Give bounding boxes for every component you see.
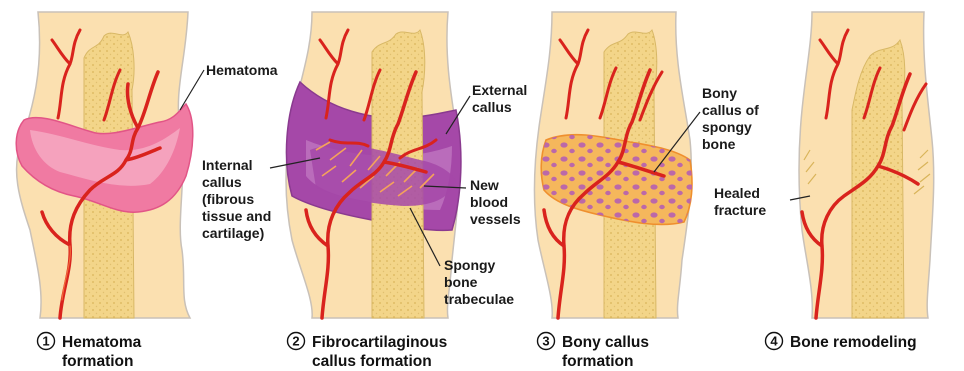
svg-text:Fibrocartilaginous callu: Fibrocartilaginous callus formation (312, 334, 452, 370)
panel-1-hematoma (16, 12, 193, 318)
caption-panel-3: 3 Bony callus formation (538, 333, 654, 371)
caption-panel-4: 4 Bone remodeling (766, 333, 917, 352)
panel-3-bony-callus (534, 12, 692, 318)
caption-panel-2: 2 Fibrocartilaginous callus formation (288, 333, 452, 371)
label-bony-callus: Bony callus of spongy bone (702, 85, 763, 152)
label-hematoma: Hematoma (206, 62, 278, 78)
svg-text:Bone remodeling: Bone remodeling (790, 334, 917, 351)
caption-panel-1: 1 Hematoma formation (38, 333, 146, 371)
svg-text:Hematoma formation: Hematoma formation (62, 334, 146, 370)
label-spongy-bone-trabeculae: Spongy bone trabeculae (444, 257, 514, 307)
step-number: 4 (770, 334, 778, 349)
panel-2-fibrocartilaginous-callus (286, 12, 461, 318)
label-external-callus: External callus (472, 82, 531, 115)
label-new-blood-vessels: New blood vessels (470, 177, 521, 227)
step-number: 2 (292, 334, 299, 349)
svg-text:Bony callus formation: Bony callus formation (562, 334, 653, 370)
step-number: 1 (42, 334, 49, 349)
label-healed-fracture: Healed fracture (714, 185, 766, 218)
panel-4-bone-remodeling (799, 12, 934, 318)
label-internal-callus: Internal callus (fibrous tissue and cart… (202, 157, 275, 241)
step-number: 3 (542, 334, 549, 349)
